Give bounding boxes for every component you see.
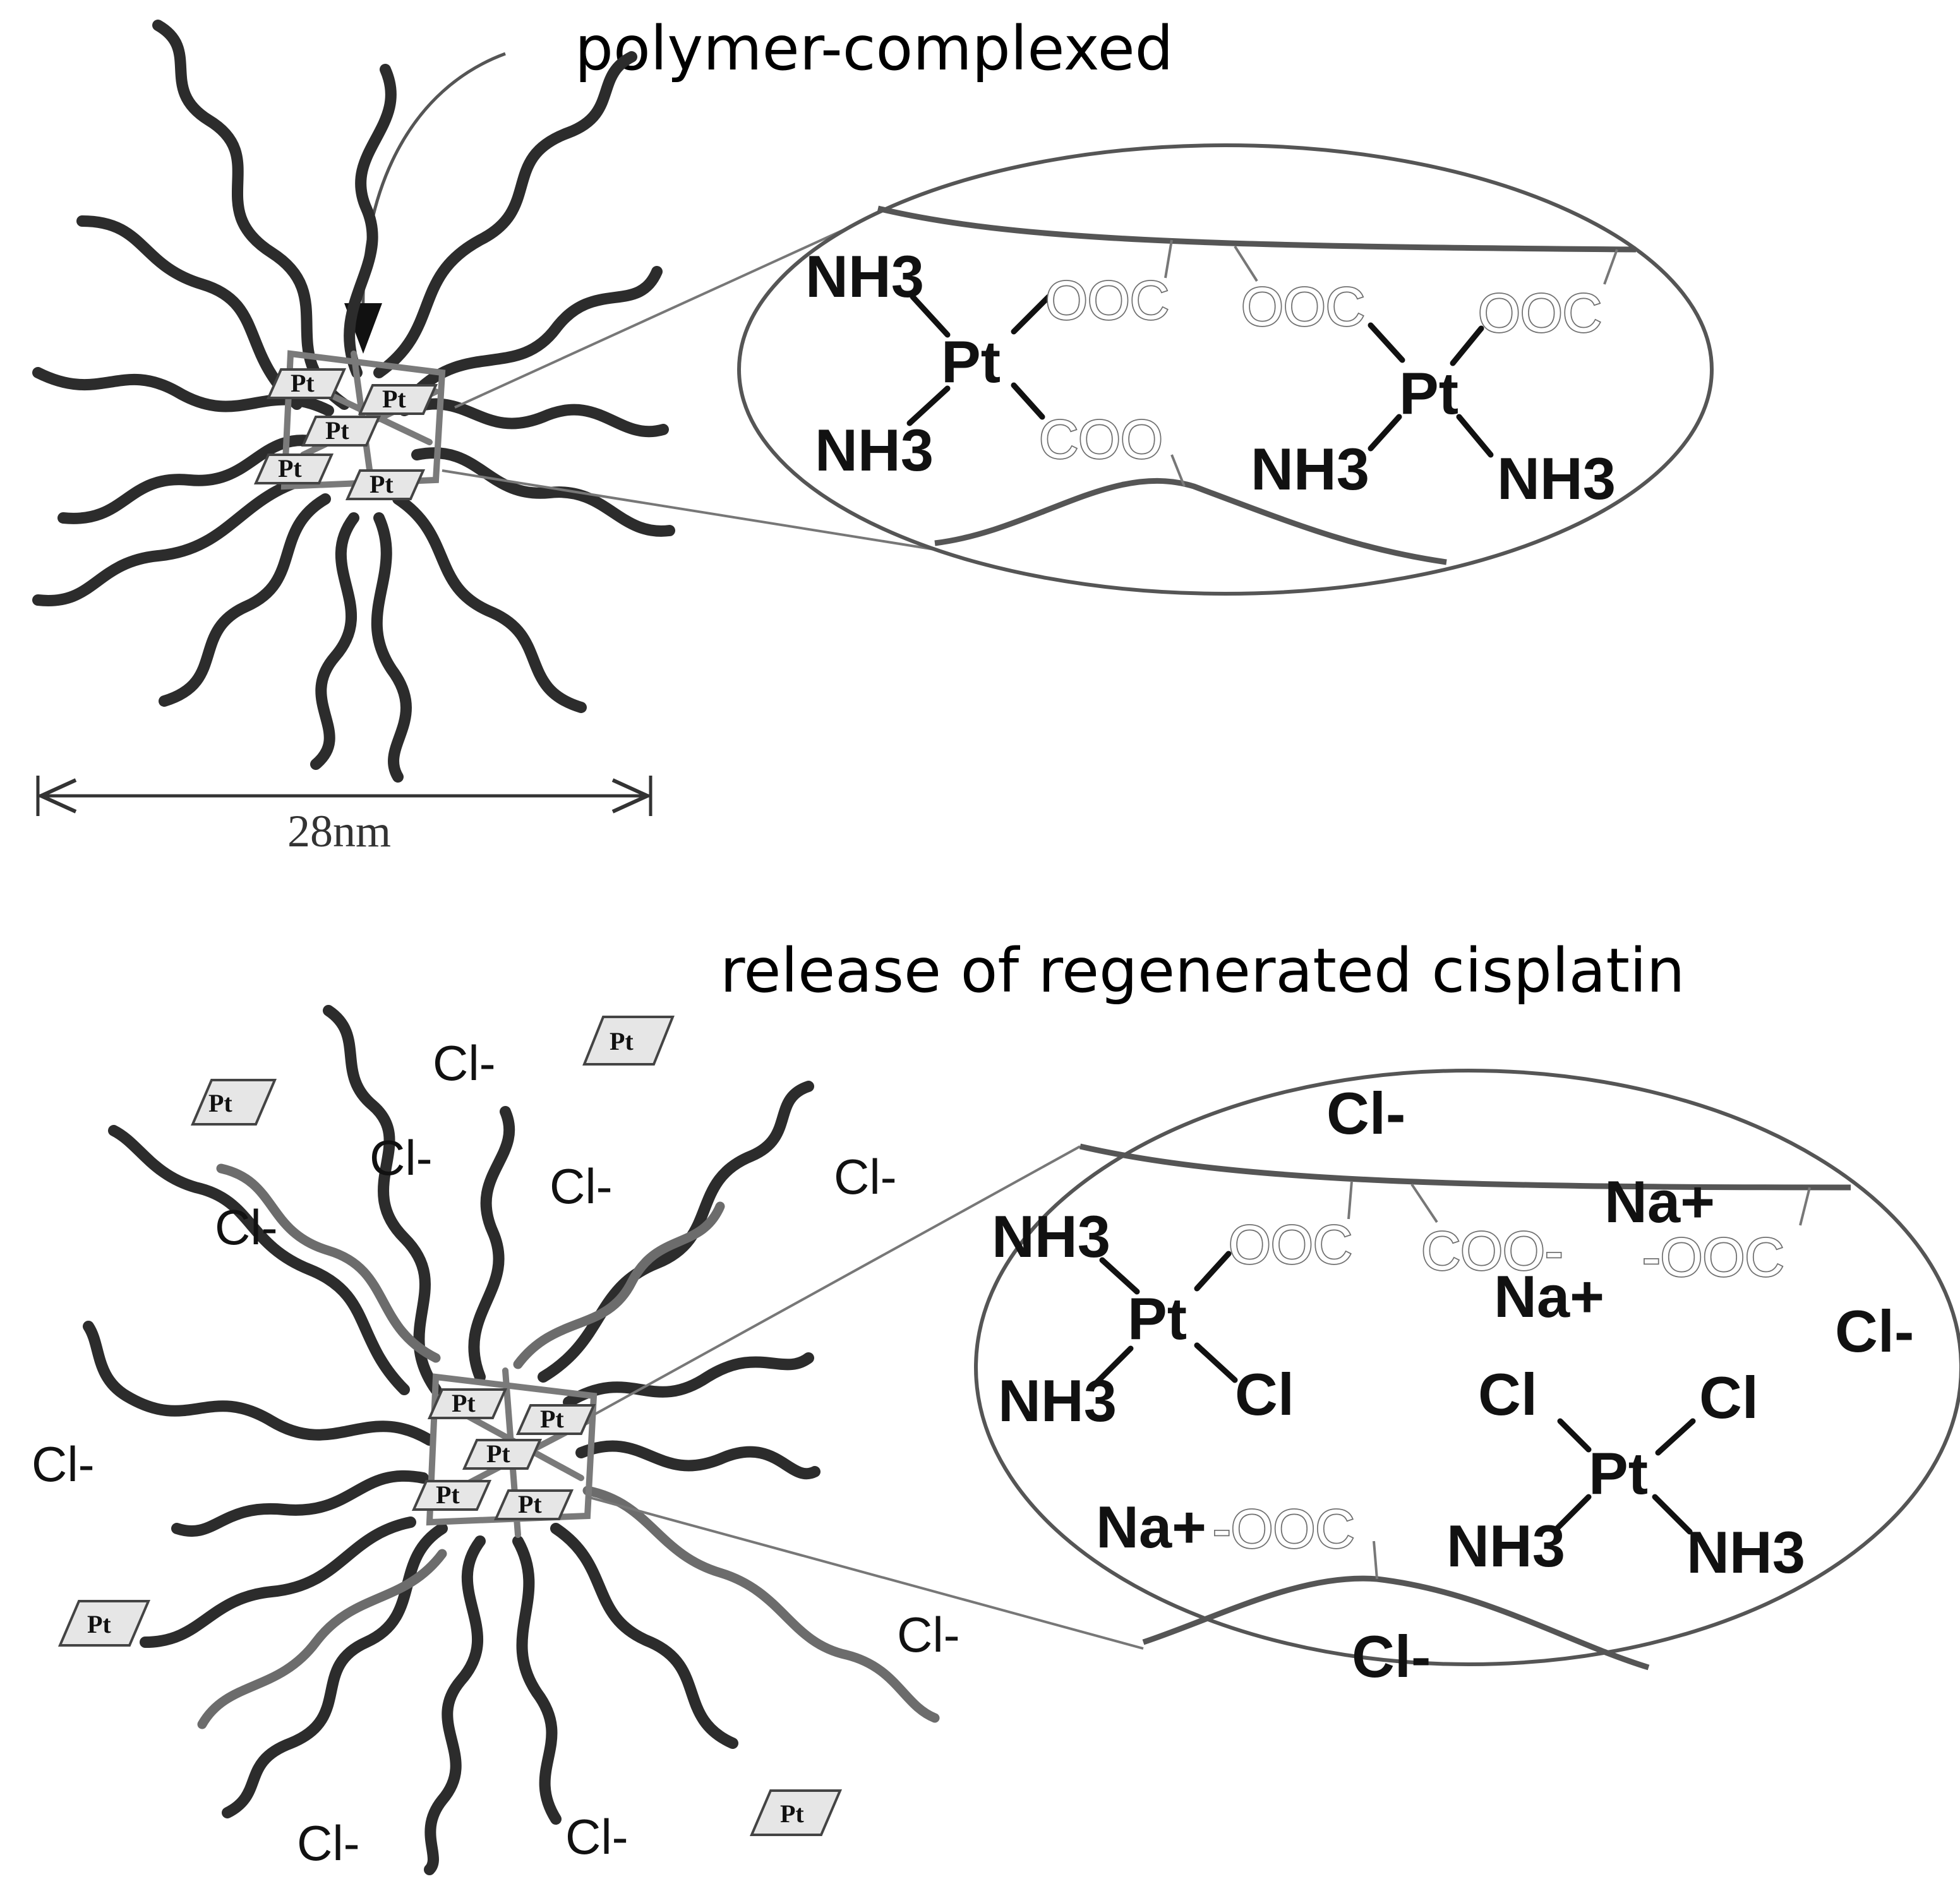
carboxylate-group: COO-: [1421, 1221, 1563, 1282]
top-pendant-stubs: [1164, 239, 1618, 487]
chloride-ion: Cl-: [1352, 1623, 1431, 1690]
carboxylate-group: OOC: [1045, 270, 1169, 331]
chloride-ion: Cl-: [550, 1158, 613, 1214]
chloride-ion: Cl-: [565, 1809, 628, 1865]
pt-label: Pt: [540, 1405, 564, 1433]
carboxylate-group: OOC: [1229, 1215, 1352, 1275]
chloride-ligand: Cl: [1478, 1361, 1537, 1427]
pt-label: Pt: [291, 369, 315, 397]
pt-label: Pt: [610, 1027, 634, 1055]
pt-label: Pt: [452, 1389, 476, 1417]
chloride-ion: Cl-: [297, 1815, 360, 1871]
bottom-pendant-stubs: [1347, 1180, 1811, 1580]
top-backbone-upper: [877, 205, 1637, 253]
carboxylate-group: OOC: [1478, 283, 1602, 344]
pt-label: Pt: [370, 470, 394, 498]
zoom-line-lower: [587, 1496, 1144, 1650]
chloride-ion: Cl-: [834, 1149, 897, 1204]
bottom-complex-1: NH3 NH3 Pt OOC Cl: [992, 1203, 1354, 1434]
top-zoom-ellipse: [737, 143, 1714, 596]
carboxylate-group: COO: [1039, 409, 1163, 470]
free-chloride-ions: Cl- Cl- Cl- Cl- Cl- Cl- Cl- Cl- Cl-: [32, 1035, 960, 1871]
bottom-micelle-chains: [83, 1005, 821, 1875]
bottom-backbone-upper: [1079, 1143, 1851, 1191]
pt-label: Pt: [325, 416, 349, 445]
bottom-micelle-chains-light: [197, 1163, 940, 1729]
sodium-ion: Na+: [1494, 1263, 1604, 1330]
zoom-line-upper: [593, 1145, 1081, 1416]
chloride-ion: Cl-: [32, 1436, 95, 1492]
bottom-backbone-lower: [1142, 1575, 1650, 1671]
pt-label: Pt: [780, 1799, 804, 1828]
ligand-nh3: NH3: [1497, 445, 1616, 512]
bottom-heading: release of regenerated cisplatin: [720, 935, 1685, 1006]
pt-label: Pt: [436, 1481, 460, 1509]
ligand-nh3: NH3: [1686, 1519, 1805, 1585]
top-complex-2: OOC OOC Pt NH3 NH3: [1240, 275, 1616, 512]
bottom-micelle-core: Pt Pt Pt Pt Pt: [411, 1367, 598, 1538]
free-pt-units: Pt Pt Pt Pt: [57, 1016, 843, 1836]
carboxylate-group: -OOC: [1213, 1499, 1355, 1559]
ligand-nh3: NH3: [1446, 1513, 1565, 1579]
ligand-nh3: NH3: [992, 1203, 1110, 1270]
chloride-ion: Cl-: [1326, 1080, 1405, 1146]
pt-label: Pt: [208, 1089, 232, 1117]
ligand-nh3: NH3: [815, 417, 934, 483]
pt-label: Pt: [278, 454, 302, 483]
top-micelle-core: Pt Pt Pt Pt Pt: [253, 350, 446, 500]
zoom-line-upper: [454, 207, 891, 409]
chloride-ion: Cl-: [1835, 1298, 1914, 1364]
chloride-ion: Cl-: [433, 1035, 496, 1091]
scale-label: 28nm: [287, 806, 391, 856]
pt-label: Pt: [87, 1610, 111, 1638]
pt-label: Pt: [486, 1439, 510, 1468]
carboxylate-group: -OOC: [1642, 1227, 1784, 1288]
ligand-nh3: NH3: [805, 243, 924, 309]
pt-label: Pt: [518, 1490, 542, 1518]
bottom-zoom-ellipse: [974, 1069, 1960, 1666]
platinum-center: Pt: [941, 328, 1001, 395]
ligand-nh3: NH3: [1251, 436, 1369, 502]
platinum-center: Pt: [1399, 360, 1458, 426]
chloride-ion: Cl-: [897, 1607, 960, 1662]
chloride-ligand: Cl: [1235, 1361, 1294, 1427]
sodium-ion: Na+: [1604, 1168, 1715, 1235]
bottom-complex-2: Cl Cl Pt NH3 NH3: [1446, 1361, 1805, 1585]
top-complex-1: NH3 NH3 Pt OOC COO: [805, 243, 1170, 483]
top-heading: polymer-complexed: [575, 13, 1174, 84]
carboxylate-group: OOC: [1241, 277, 1365, 337]
chloride-ligand: Cl: [1699, 1364, 1759, 1431]
zoom-line-lower: [442, 469, 935, 551]
pt-label: Pt: [382, 385, 406, 413]
chloride-ion: Cl-: [370, 1130, 433, 1186]
platinum-center: Pt: [1127, 1285, 1187, 1352]
platinum-center: Pt: [1589, 1440, 1648, 1506]
chloride-ion: Cl-: [215, 1199, 278, 1255]
top-backbone-lower: [934, 478, 1447, 565]
scale-bar: [36, 776, 652, 816]
sodium-ion: Na+: [1096, 1494, 1206, 1560]
top-micelle-chains: [32, 20, 675, 783]
